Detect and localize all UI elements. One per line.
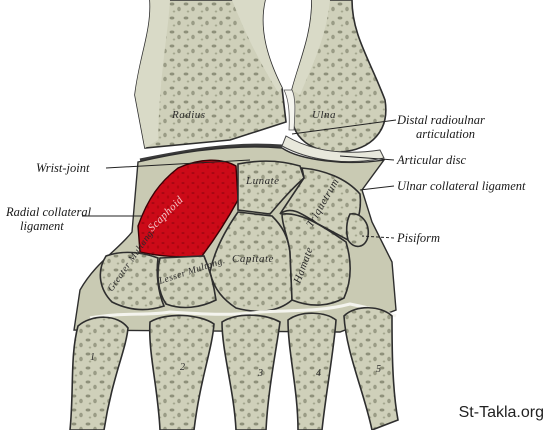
ulna-label: Ulna bbox=[312, 109, 336, 121]
wrist-joint-label: Wrist-joint bbox=[36, 161, 90, 175]
articular-disc bbox=[281, 135, 385, 163]
distal-radioulnar-gap bbox=[283, 89, 296, 131]
metacarpal-4 bbox=[287, 312, 337, 430]
metacarpal-number-4: 4 bbox=[316, 368, 321, 379]
distal-radioulnar-label-line1: Distal radioulnar bbox=[396, 113, 485, 127]
ulnar-collateral-leader bbox=[359, 185, 395, 191]
radial-collateral-label-line2: ligament bbox=[20, 219, 64, 233]
wrist-joint-leader bbox=[105, 159, 251, 169]
ulna-cortex bbox=[292, 0, 330, 95]
carpometacarpal-joint-line bbox=[89, 302, 397, 320]
wrist-joint-line bbox=[139, 143, 283, 162]
articular-disc-label: Articular disc bbox=[396, 153, 467, 167]
metacarpal-5 bbox=[343, 306, 399, 430]
metacarpal-number-2: 2 bbox=[180, 362, 185, 373]
metacarpal-number-5: 5 bbox=[376, 364, 381, 375]
metacarpal-number-3: 3 bbox=[257, 368, 263, 379]
radius-label: Radius bbox=[171, 109, 206, 121]
lunate-label: Lunate bbox=[245, 175, 280, 187]
articular-disc-leader bbox=[339, 155, 395, 161]
capitate-label: Capitate bbox=[232, 253, 274, 265]
radius-cortex-left bbox=[135, 0, 170, 148]
distal-radioulnar-leader bbox=[291, 119, 397, 135]
radius-cortex-right bbox=[232, 0, 282, 92]
pisiform-bone bbox=[345, 212, 370, 248]
greater-multangular-bone bbox=[99, 251, 166, 311]
distal-radioulnar-label-line2: articulation bbox=[416, 127, 475, 141]
metacarpal-number-1: 1 bbox=[90, 352, 95, 363]
pisiform-leader bbox=[361, 235, 395, 239]
ulnar-collateral-label: Ulnar collateral ligament bbox=[397, 179, 526, 193]
hamate-bone bbox=[281, 213, 352, 306]
pisiform-label: Pisiform bbox=[396, 231, 440, 245]
metacarpal-2 bbox=[148, 314, 215, 430]
metacarpal-3 bbox=[221, 314, 281, 430]
watermark-text: St-Takla.org bbox=[458, 404, 544, 421]
metacarpal-1 bbox=[69, 316, 129, 430]
radial-collateral-label-line1: Radial collateral bbox=[5, 205, 92, 219]
